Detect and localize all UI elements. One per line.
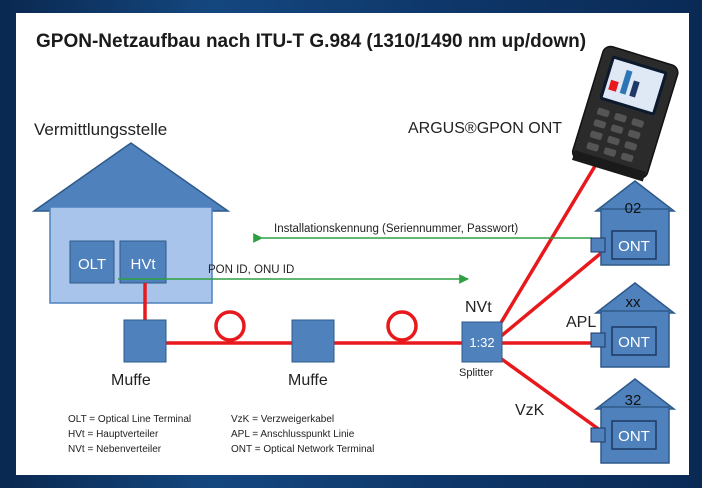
house-number: xx <box>626 294 642 311</box>
olt-box: OLT <box>69 240 115 284</box>
vzk-label: VzK <box>515 402 545 419</box>
hvt-box: HVt <box>119 240 167 284</box>
house-number: 02 <box>625 200 642 217</box>
customer-house-1: 02 ONT <box>590 180 677 266</box>
ont-label: ONT <box>618 428 650 445</box>
customer-house-3: 32 ONT <box>590 378 677 464</box>
muffe-box-2 <box>291 319 335 363</box>
exchange-label: Vermittlungsstelle <box>34 120 167 139</box>
nvt-label: NVt <box>465 299 492 316</box>
ont-label: ONT <box>618 238 650 255</box>
legend-item: VzK = Verzweigerkabel <box>231 414 334 425</box>
hvt-label: HVt <box>130 256 156 273</box>
argus-device-image <box>571 45 679 182</box>
muffe-label-1: Muffe <box>111 372 151 389</box>
fiber-lines <box>143 130 618 435</box>
splitter-ratio: 1:32 <box>469 335 494 350</box>
legend-item: ONT = Optical Network Terminal <box>231 444 374 455</box>
installation-label: Installationskennung (Seriennummer, Pass… <box>274 223 518 235</box>
olt-label: OLT <box>78 256 106 273</box>
muffe-label-2: Muffe <box>288 372 328 389</box>
customer-house-2: xx ONT <box>590 282 677 368</box>
ont-label: ONT <box>618 334 650 351</box>
splitter-box <box>461 321 503 363</box>
splitter-label: Splitter <box>459 367 494 379</box>
pon-label: PON ID, ONU ID <box>208 264 294 276</box>
slide: GPON-Netzaufbau nach ITU-T G.984 (1310/1… <box>16 13 689 475</box>
gpon-diagram: GPON-Netzaufbau nach ITU-T G.984 (1310/1… <box>31 31 679 464</box>
legend-item: NVt = Nebenverteiler <box>68 444 162 455</box>
legend: OLT = Optical Line Terminal HVt = Hauptv… <box>68 414 374 455</box>
apl-label: APL <box>566 314 596 331</box>
argus-label: ARGUS®GPON ONT <box>408 120 562 137</box>
legend-item: HVt = Hauptverteiler <box>68 429 159 440</box>
legend-item: OLT = Optical Line Terminal <box>68 414 191 425</box>
page-title: GPON-Netzaufbau nach ITU-T G.984 (1310/1… <box>36 31 586 52</box>
muffe-box-1 <box>123 319 167 363</box>
house-number: 32 <box>625 392 642 409</box>
legend-item: APL = Anschlusspunkt Linie <box>231 429 355 440</box>
